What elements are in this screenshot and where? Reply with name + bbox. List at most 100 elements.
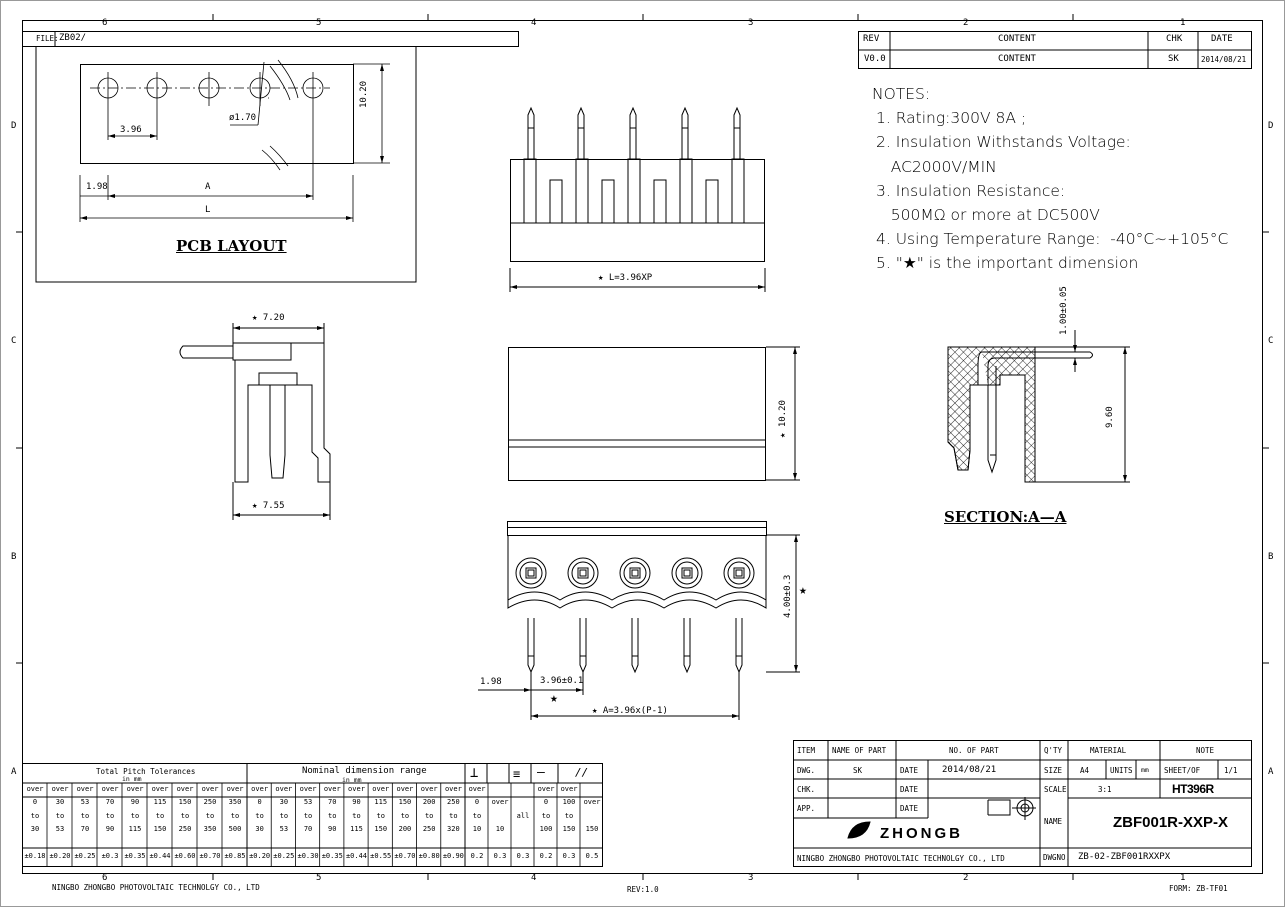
file-label: FILE: bbox=[36, 34, 59, 43]
pcb-hole-dim: ø1.70 bbox=[229, 113, 257, 123]
tolerance-cell: ±0.35 bbox=[124, 852, 146, 860]
footer-rev: REV:1.0 bbox=[627, 885, 659, 894]
tolerance-cell: over bbox=[275, 785, 293, 793]
tolerance-cell: 150 bbox=[562, 825, 576, 833]
bottom-a-dim: ★ A=3.96x(P-1) bbox=[592, 706, 668, 716]
nominal-unit: in mm bbox=[342, 776, 362, 784]
tb-scale-val: 3:1 bbox=[1098, 785, 1112, 794]
tolerance-cell: 90 bbox=[105, 825, 115, 833]
tolerance-cell: 0.2 bbox=[539, 852, 553, 860]
chk-header: CHK bbox=[1166, 34, 1183, 44]
tolerance-cell: to bbox=[303, 812, 313, 820]
zone-number: 6 bbox=[102, 873, 108, 883]
note-line: 5. "★" is the important dimension bbox=[876, 254, 1139, 273]
tolerance-cell: ±0.3 bbox=[101, 852, 119, 860]
tolerance-cell: 0 bbox=[543, 798, 549, 806]
notes-title: NOTES: bbox=[872, 85, 931, 103]
tolerance-cell: to bbox=[130, 812, 140, 820]
tb-chk-label: CHK. bbox=[797, 785, 816, 794]
tolerance-cell: over bbox=[176, 785, 194, 793]
tolerance-cell: to bbox=[180, 812, 190, 820]
tolerance-cell: 250 bbox=[203, 798, 217, 806]
note-line: 2. Insulation Withstands Voltage: bbox=[876, 133, 1131, 152]
tolerance-cell: 200 bbox=[398, 825, 412, 833]
notes: NOTES: 1. Rating:300V 8A ; 2. Insulation… bbox=[872, 82, 1228, 276]
tb-date-label: DATE bbox=[900, 766, 919, 775]
tb-company: NINGBO ZHONGBO PHOTOVOLTAIC TECHNOLGY CO… bbox=[797, 854, 1005, 863]
tb-dwg-date: 2014/08/21 bbox=[942, 765, 997, 775]
zone-number: 2 bbox=[963, 873, 969, 883]
tolerance-cell: 53 bbox=[55, 825, 65, 833]
tolerance-cell: 70 bbox=[80, 825, 90, 833]
perpendicularity-icon: ⊥ bbox=[470, 765, 479, 781]
zone-number: 2 bbox=[963, 18, 969, 28]
tolerance-cell: to bbox=[105, 812, 115, 820]
tolerance-cell: 30 bbox=[55, 798, 65, 806]
tolerance-cell: 70 bbox=[105, 798, 115, 806]
tb-size-label: SIZE bbox=[1044, 766, 1063, 775]
tolerance-cell: 10 bbox=[495, 825, 505, 833]
tolerance-cell: 0 bbox=[474, 798, 480, 806]
tolerance-cell: ±0.44 bbox=[149, 852, 171, 860]
tolerance-cell: over bbox=[51, 785, 69, 793]
company-logo: ZHONGB bbox=[880, 825, 963, 842]
zone-number: 4 bbox=[531, 18, 537, 28]
tb-no-of-part-label: NO. OF PART bbox=[949, 746, 999, 755]
tolerance-cell: to bbox=[155, 812, 165, 820]
tb-sheet-val: 1/1 bbox=[1224, 766, 1238, 775]
tolerance-cell: ±0.70 bbox=[199, 852, 221, 860]
tolerance-cell: to bbox=[30, 812, 40, 820]
tolerance-cell: over bbox=[76, 785, 94, 793]
side-bottom-dim: ★ 7.55 bbox=[252, 501, 285, 511]
tolerance-cell: 0 bbox=[32, 798, 38, 806]
tolerance-cell: ±0.25 bbox=[74, 852, 96, 860]
straightness-icon: — bbox=[537, 765, 545, 780]
zone-letter: D bbox=[11, 121, 17, 131]
tolerance-cell: 0.2 bbox=[470, 852, 484, 860]
tolerance-cell: to bbox=[80, 812, 90, 820]
tolerance-cell: over bbox=[226, 785, 244, 793]
zone-number: 4 bbox=[531, 873, 537, 883]
zone-letter: B bbox=[1268, 552, 1274, 562]
tb-size-val: A4 bbox=[1080, 766, 1090, 775]
tb-dwg-name: SK bbox=[853, 766, 863, 775]
tolerance-cell: 0.3 bbox=[562, 852, 576, 860]
tolerance-cell: 53 bbox=[80, 798, 90, 806]
zone-letter: C bbox=[1268, 336, 1274, 346]
zone-number: 3 bbox=[748, 873, 754, 883]
tolerance-cell: to bbox=[55, 812, 65, 820]
nominal-title: Nominal dimension range bbox=[302, 766, 427, 776]
tolerance-cell: 350 bbox=[203, 825, 217, 833]
tolerance-cell: over bbox=[251, 785, 269, 793]
section-height-dim: 9.60 bbox=[1105, 406, 1115, 428]
tolerance-cell: to bbox=[376, 812, 385, 820]
tolerance-cell: over bbox=[26, 785, 44, 793]
tb-units-label: UNITS bbox=[1110, 766, 1133, 775]
tolerance-cell: to bbox=[279, 812, 289, 820]
tolerance-cell: to bbox=[472, 812, 482, 820]
rev-value: V0.0 bbox=[864, 54, 886, 64]
tolerance-cell: ±0.20 bbox=[49, 852, 71, 860]
tolerance-cell: ±0.70 bbox=[394, 852, 416, 860]
tolerance-cell: to bbox=[564, 812, 574, 820]
tolerance-cell: to bbox=[449, 812, 458, 820]
tolerance-cell: 90 bbox=[328, 825, 337, 833]
tolerance-cell: over bbox=[348, 785, 365, 793]
tolerance-cell: 30 bbox=[255, 825, 264, 833]
tolerance-cell: 90 bbox=[130, 798, 140, 806]
zone-number: 1 bbox=[1180, 18, 1186, 28]
tb-qty-label: Q'TY bbox=[1044, 746, 1063, 755]
tolerance-cell: 0.3 bbox=[516, 852, 530, 860]
tb-dwg-label: DWG. bbox=[797, 766, 816, 775]
tolerance-cell: ±0.35 bbox=[321, 852, 343, 860]
tb-material-label: MATERIAL bbox=[1090, 746, 1127, 755]
tolerance-cell: 500 bbox=[228, 825, 242, 833]
tolerance-cell: to bbox=[230, 812, 240, 820]
zone-number: 5 bbox=[316, 18, 322, 28]
tolerance-cell: 200 bbox=[422, 798, 436, 806]
bottom-offset-dim: 1.98 bbox=[480, 677, 502, 687]
zone-number: 5 bbox=[316, 873, 322, 883]
star-icon: ★ bbox=[550, 691, 558, 706]
tolerance-cell: over bbox=[396, 785, 414, 793]
